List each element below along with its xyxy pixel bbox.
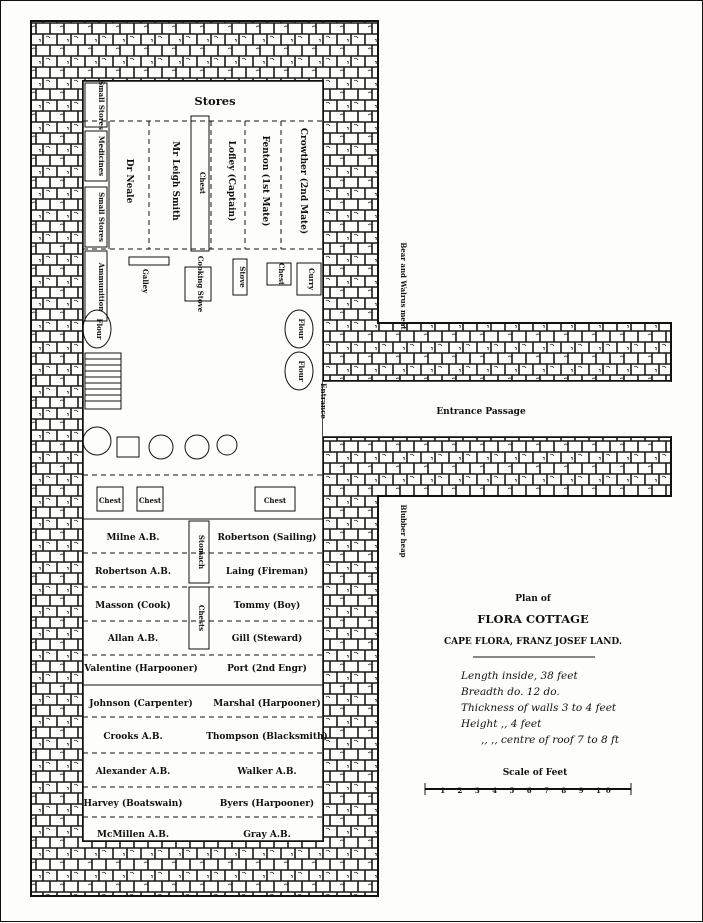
svg-text:Laing (Fireman): Laing (Fireman): [226, 566, 308, 577]
svg-text:Chests: Chests: [197, 605, 206, 631]
svg-text:1 2 3 4 5 6 7 8 9 10: 1 2 3 4 5 6 7 8 9 10: [440, 786, 616, 795]
bear-walrus-label: Bear and Walrus meat: [399, 242, 408, 330]
scale-of-feet: Scale of Feet 1 2 3 4 5 6 7 8 9 10: [424, 768, 632, 795]
svg-text:Robertson A.B.: Robertson A.B.: [95, 567, 171, 577]
svg-text:Gray A.B.: Gray A.B.: [243, 830, 290, 840]
svg-text:Chest: Chest: [139, 496, 162, 505]
svg-text:Gill (Steward): Gill (Steward): [232, 633, 303, 644]
svg-text:Chest: Chest: [198, 172, 207, 195]
svg-text:Galley: Galley: [141, 269, 150, 294]
svg-text:Johnson (Carpenter): Johnson (Carpenter): [88, 698, 193, 709]
svg-text:Allan A.B.: Allan A.B.: [107, 634, 158, 644]
svg-text:Tommy (Boy): Tommy (Boy): [234, 600, 300, 611]
crew-bunks: Stomach Chests Milne A.B. Robertson A.B.…: [83, 518, 328, 840]
svg-text:Lofley (Captain): Lofley (Captain): [226, 141, 237, 222]
svg-text:Small Stores: Small Stores: [97, 80, 106, 130]
svg-text:Dr Neale: Dr Neale: [124, 159, 134, 204]
svg-text:Flour: Flour: [297, 360, 306, 381]
svg-text:Chest: Chest: [99, 496, 122, 505]
svg-text:Robertson (Sailing): Robertson (Sailing): [217, 532, 316, 543]
interior-room: [82, 80, 324, 842]
svg-text:Byers (Harpooner): Byers (Harpooner): [220, 798, 314, 809]
svg-text:FLORA COTTAGE: FLORA COTTAGE: [477, 612, 589, 626]
svg-text:Height ,, 4 feet: Height ,, 4 feet: [460, 718, 542, 730]
svg-text:Port (2nd Engr): Port (2nd Engr): [227, 663, 307, 674]
blubber-heap-label: Blubber heap: [399, 504, 408, 557]
svg-text:Stomach: Stomach: [197, 535, 206, 569]
svg-text:Medicines: Medicines: [97, 136, 106, 176]
svg-text:Flour: Flour: [297, 318, 306, 339]
svg-text:Breadth do. 12 do.: Breadth do. 12 do.: [460, 686, 560, 698]
svg-text:Fenton (1st Mate): Fenton (1st Mate): [260, 136, 271, 227]
svg-text:CAPE FLORA, FRANZ JOSEF LAND.: CAPE FLORA, FRANZ JOSEF LAND.: [444, 637, 622, 647]
svg-text:Flour: Flour: [95, 318, 104, 339]
entrance-passage-label: Entrance Passage: [436, 407, 526, 417]
svg-text:Alexander A.B.: Alexander A.B.: [95, 767, 171, 777]
svg-text:,, ,, centre of roof 7 to 8 ft: ,, ,, centre of roof 7 to 8 ft: [481, 734, 620, 746]
svg-text:Valentine (Harpooner): Valentine (Harpooner): [83, 663, 198, 674]
staircase: [84, 352, 122, 410]
svg-text:Ammunition: Ammunition: [97, 262, 106, 312]
title-block: Plan of FLORA COTTAGE CAPE FLORA, FRANZ …: [444, 594, 622, 746]
svg-text:Milne A.B.: Milne A.B.: [106, 533, 159, 543]
svg-text:Masson (Cook): Masson (Cook): [95, 600, 171, 611]
svg-text:Cooking Stove: Cooking Stove: [196, 256, 205, 313]
svg-text:Mr Leigh Smith: Mr Leigh Smith: [170, 141, 180, 221]
chests-row: Chest Chest Chest: [96, 486, 296, 512]
svg-text:Walker A.B.: Walker A.B.: [236, 767, 296, 777]
svg-text:Plan of: Plan of: [515, 594, 552, 604]
svg-text:McMillen A.B.: McMillen A.B.: [97, 830, 169, 840]
svg-text:Small Stores: Small Stores: [97, 192, 106, 242]
svg-text:Stove: Stove: [238, 266, 247, 288]
svg-text:Marshal (Harpooner): Marshal (Harpooner): [213, 698, 320, 709]
middle-fixtures: Ammunition Galley Cooking Stove Stove Ch…: [84, 250, 322, 322]
stores-label: Stores: [194, 94, 235, 108]
svg-text:Entrance: Entrance: [319, 383, 328, 419]
svg-text:Curry: Curry: [307, 268, 316, 291]
svg-text:Chest: Chest: [277, 263, 286, 286]
svg-text:Chest: Chest: [264, 496, 287, 505]
svg-text:Scale of Feet: Scale of Feet: [503, 768, 568, 778]
svg-text:Harvey (Boatswain): Harvey (Boatswain): [83, 798, 182, 809]
barrels: Flour Flour Flour Entrance: [82, 309, 328, 460]
svg-text:Crowther (2nd Mate): Crowther (2nd Mate): [298, 128, 309, 234]
svg-text:Length inside, 38 feet: Length inside, 38 feet: [460, 670, 578, 682]
officer-bunks: Small Stores Medicines Small Stores Dr N…: [83, 80, 323, 252]
entrance-passage-opening: [323, 381, 671, 437]
svg-text:Thompson (Blacksmith): Thompson (Blacksmith): [206, 731, 328, 742]
svg-text:Thickness of walls 3 to 4 feet: Thickness of walls 3 to 4 feet: [461, 702, 617, 714]
svg-text:Crooks A.B.: Crooks A.B.: [103, 732, 162, 742]
